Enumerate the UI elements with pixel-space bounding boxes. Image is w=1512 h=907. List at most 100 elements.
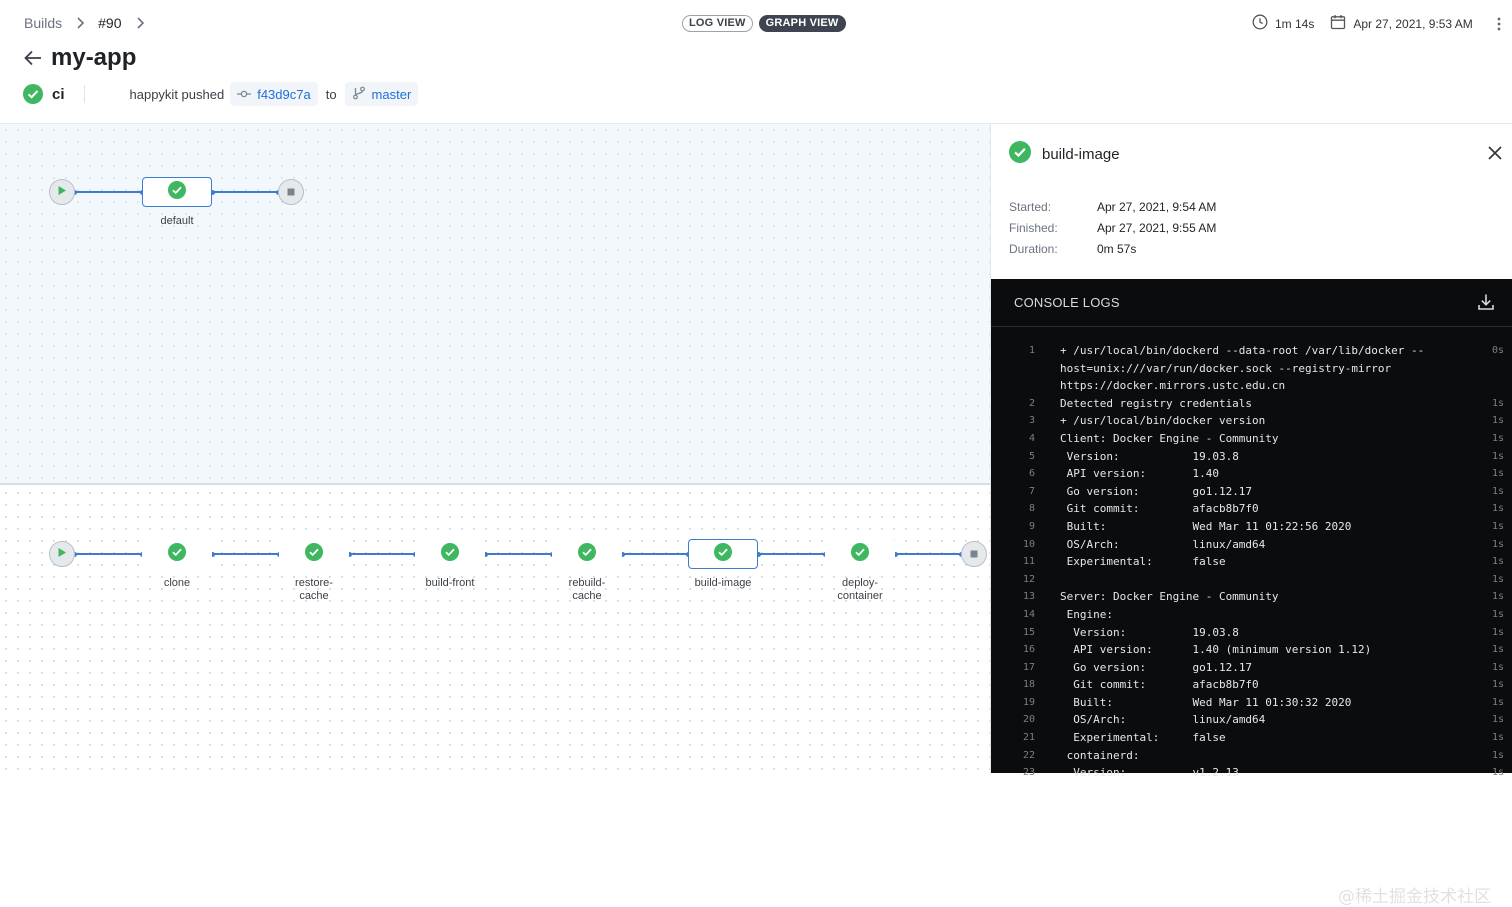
- log-line-time: 1s: [1491, 538, 1504, 550]
- log-line-number: 16: [1022, 644, 1035, 656]
- log-line-time: 1s: [1491, 679, 1504, 691]
- console-logs: CONSOLE LOGS 1+ /usr/local/bin/dockerd -…: [991, 279, 1512, 907]
- step-name: build-image: [1042, 145, 1120, 163]
- log-line-number: 19: [1022, 696, 1035, 708]
- log-line-text: Experimental: false: [1060, 731, 1226, 745]
- step-rebuild-cache-node[interactable]: [552, 539, 622, 569]
- log-view-button[interactable]: LOG VIEW: [682, 15, 753, 32]
- log-line-time: 1s: [1491, 767, 1504, 779]
- step-clone-node[interactable]: [142, 539, 212, 569]
- finished-label: Finished:: [1009, 220, 1058, 235]
- success-check-icon: [441, 542, 459, 566]
- step-label: clone: [163, 577, 191, 589]
- log-line: 22 containerd:1s: [991, 747, 1512, 765]
- log-line-number: 3: [1028, 415, 1035, 427]
- breadcrumb-builds-link[interactable]: Builds: [24, 15, 63, 31]
- log-line-text: OS/Arch: linux/amd64: [1060, 713, 1266, 727]
- duration-text: 1m 14s: [1275, 16, 1315, 31]
- log-line: 9 Built: Wed Mar 11 01:22:56 2020 1s: [991, 518, 1512, 536]
- stage-graph: default: [0, 124, 990, 485]
- log-line-number: 6: [1028, 468, 1035, 480]
- branch-icon: [352, 86, 366, 103]
- breadcrumb-build-number[interactable]: #90: [98, 15, 122, 31]
- log-lines: 1+ /usr/local/bin/dockerd --data-root /v…: [991, 342, 1512, 782]
- build-date: Apr 27, 2021, 9:53 AM: [1330, 14, 1473, 33]
- success-check-icon: [851, 542, 869, 566]
- step-restore-cache-node[interactable]: [279, 539, 349, 569]
- step-label: build-image: [694, 577, 752, 589]
- step-graph: clone restore- cache build-front rebuild…: [0, 487, 990, 773]
- log-line-time: 1s: [1491, 696, 1504, 708]
- build-meta: 1m 14s Apr 27, 2021, 9:53 AM: [1252, 14, 1507, 33]
- edge-dot: [210, 552, 215, 557]
- commit-link[interactable]: f43d9c7a: [230, 82, 318, 106]
- start-node[interactable]: [49, 179, 75, 205]
- log-line-time: 1s: [1491, 503, 1504, 515]
- log-line-text: Git commit: afacb8b7f0: [1060, 502, 1259, 516]
- end-node[interactable]: [278, 179, 304, 205]
- log-line-number: 9: [1028, 520, 1035, 532]
- step-label: deploy- container: [837, 577, 883, 602]
- log-line-time: 1s: [1491, 520, 1504, 532]
- close-icon[interactable]: [1485, 143, 1505, 163]
- play-icon: [57, 545, 67, 563]
- log-line-text: Git commit: afacb8b7f0: [1060, 678, 1259, 692]
- step-build-image-node[interactable]: [688, 539, 758, 569]
- log-line-text: Detected registry credentials: [1060, 396, 1253, 410]
- end-node[interactable]: [961, 541, 987, 567]
- log-line-text: OS/Arch: linux/amd64: [1060, 537, 1266, 551]
- log-line-number: 17: [1022, 661, 1035, 673]
- log-line-number: 4: [1028, 432, 1035, 444]
- build-duration: 1m 14s: [1252, 14, 1314, 33]
- log-line-number: 5: [1028, 450, 1035, 462]
- chevron-right-icon: [130, 15, 150, 31]
- to-label: to: [325, 86, 337, 102]
- back-arrow-icon[interactable]: [22, 47, 44, 69]
- log-line-time: 1s: [1491, 732, 1504, 744]
- log-line-text: Version: 19.03.8: [1060, 625, 1239, 639]
- clock-icon: [1252, 14, 1268, 33]
- log-line-number: 7: [1028, 485, 1035, 497]
- graph-edge: [758, 553, 825, 555]
- log-line-text: Built: Wed Mar 11 01:22:56 2020: [1060, 519, 1352, 533]
- log-line-number: 1: [1028, 345, 1035, 356]
- log-line-time: 1s: [1491, 432, 1504, 444]
- watermark: @稀土掘金技术社区: [1338, 887, 1491, 907]
- log-line: 6 API version: 1.40 1s: [991, 465, 1512, 483]
- log-line-time: 1s: [1491, 468, 1504, 480]
- graph-view-button[interactable]: GRAPH VIEW: [758, 15, 846, 32]
- graph-edge: [895, 553, 961, 555]
- graph-edge: [349, 553, 415, 555]
- stop-icon: [970, 545, 978, 563]
- stage-default-node[interactable]: [142, 177, 212, 207]
- page-title: my-app: [51, 44, 137, 71]
- step-details-header: build-image Started:Apr 27, 2021, 9:54 A…: [991, 124, 1512, 279]
- edge-dot: [620, 552, 625, 557]
- log-line-text: API version: 1.40: [1060, 467, 1219, 481]
- log-line-time: 1s: [1491, 591, 1504, 603]
- download-icon[interactable]: [1476, 292, 1496, 312]
- log-line-text: [1035, 571, 1483, 589]
- log-line-number: 22: [1022, 749, 1035, 761]
- step-build-front-node[interactable]: [415, 539, 485, 569]
- commit-author: happykit pushed: [129, 86, 225, 102]
- started-value: Apr 27, 2021, 9:54 AM: [1097, 199, 1217, 214]
- log-line-text: Built: Wed Mar 11 01:30:32 2020: [1060, 695, 1352, 709]
- more-options-icon[interactable]: [1491, 15, 1507, 33]
- pipeline-name: ci: [52, 85, 65, 103]
- step-deploy-container-node[interactable]: [825, 539, 895, 569]
- start-node[interactable]: [49, 541, 75, 567]
- log-line-time: 1s: [1491, 714, 1504, 726]
- branch-link[interactable]: master: [344, 82, 419, 106]
- log-line-time: 1s: [1491, 749, 1504, 761]
- graph-edge: [75, 191, 142, 193]
